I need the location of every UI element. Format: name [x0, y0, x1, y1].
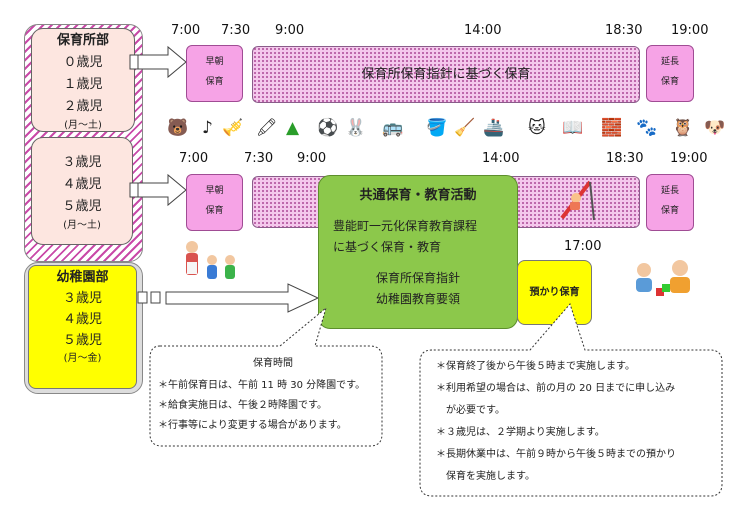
time-label: 14:00 — [464, 23, 502, 38]
hoikusho-older-box: ３歳児 ４歳児 ５歳児 (月～土) — [31, 137, 133, 245]
age-label: ５歳児 — [62, 199, 102, 214]
time-label: 7:30 — [221, 23, 251, 38]
days-label: (月～土) — [63, 220, 101, 231]
callout-line: ＊給食実施日は、午後２時降園です。 — [158, 400, 327, 411]
time-label: 18:30 — [605, 23, 643, 38]
bucket-icon: 🪣 — [426, 118, 448, 138]
slide-illustration — [560, 180, 595, 221]
early-care-box: 早朝 保育 — [186, 45, 243, 102]
ship-icon: 🚢 — [483, 118, 505, 138]
callout-right: ＊保育終了後から午後５時まで実施します。 ＊利用希望の場合は、前の月の 20 日… — [436, 356, 716, 488]
common-line: に基づく保育・教育 — [333, 240, 442, 254]
extended-care-box: 延長 保育 — [646, 174, 694, 231]
azukari-box: 預かり保育 — [517, 260, 592, 325]
extended-care-text: 延長 — [660, 57, 679, 67]
bus-icon: 🚌 — [382, 118, 404, 138]
days-label: (月～土) — [64, 120, 102, 131]
blocks-icon: 🧱 — [601, 118, 623, 138]
common-title: 共通保育・教育活動 — [359, 188, 477, 203]
children-playing-illustration — [636, 260, 690, 296]
time-label: 17:00 — [564, 239, 602, 254]
time-label: 7:00 — [179, 151, 209, 166]
common-activity-box: 共通保育・教育活動 豊能町一元化保育教育課程 に基づく保育・教育 保育所保育指針… — [318, 175, 518, 329]
picture-book-icon: 📖 — [562, 118, 584, 138]
early-care-text: 早朝 — [205, 186, 224, 196]
age-label: ３歳児 — [62, 291, 102, 306]
time-label: 9:00 — [297, 151, 327, 166]
age-label: １歳児 — [63, 77, 103, 92]
hoikusho-main-bar: 保育所保育指針に基づく保育 — [252, 46, 640, 103]
time-label: 7:00 — [171, 23, 201, 38]
owl-icon: 🦉 — [672, 118, 694, 138]
callout-line: ＊長期休業中は、午前９時から午後５時までの預かり — [436, 449, 676, 460]
callout-right-bubble — [419, 303, 723, 497]
extended-care-text: 保育 — [660, 206, 679, 216]
paw-print-icon: 🐾 — [636, 118, 658, 138]
age-label: ０歳児 — [63, 55, 103, 70]
cat-icon: 🐱 — [528, 118, 546, 138]
arrow-yochien — [137, 283, 320, 313]
early-care-text: 保育 — [205, 206, 224, 216]
common-line: 豊能町一元化保育教育課程 — [333, 219, 478, 233]
time-label: 9:00 — [275, 23, 305, 38]
trumpet-icon: 🎺 — [222, 118, 244, 138]
callout-line: ＊行事等により変更する場合があります。 — [158, 420, 347, 431]
azukari-label: 預かり保育 — [529, 287, 580, 298]
callout-line: が必要です。 — [436, 405, 505, 416]
early-care-box: 早朝 保育 — [186, 174, 243, 231]
triangle-icon: ▲ — [286, 118, 300, 138]
age-label: ２歳児 — [63, 99, 103, 114]
time-label: 7:30 — [244, 151, 274, 166]
rabbit-icon: 🐰 — [345, 118, 367, 138]
callout-left: 保育時間 ＊午前保育日は、午前 11 時 30 分降園です。 ＊給食実施日は、午… — [158, 354, 388, 436]
extended-care-text: 保育 — [660, 77, 679, 87]
time-label: 18:30 — [606, 151, 644, 166]
early-care-text: 早朝 — [205, 57, 224, 67]
music-notes-icon: ♪ — [202, 118, 213, 138]
age-label: ４歳児 — [62, 177, 102, 192]
shovel-icon: 🧹 — [454, 118, 476, 138]
age-label: ５歳児 — [62, 333, 102, 348]
yochien-box: 幼稚園部 ３歳児 ４歳児 ５歳児 (月～金) — [28, 265, 137, 389]
common-line: 幼稚園教育要領 — [375, 292, 460, 306]
callout-line: 保育を実施します。 — [436, 471, 535, 482]
callout-line: ＊３歳児は、２学期より実施します。 — [436, 427, 605, 438]
dog-icon: 🐶 — [704, 118, 726, 138]
age-label: ４歳児 — [62, 312, 102, 327]
teacher-kids-illustration — [186, 241, 235, 279]
main-bar-label: 保育所保育指針に基づく保育 — [361, 67, 531, 82]
hoikusho-infant-box: 保育所部 ０歳児 １歳児 ２歳児 (月～土) — [31, 28, 135, 132]
age-label: ３歳児 — [62, 155, 102, 170]
ball-icon: ⚽ — [317, 118, 339, 138]
early-care-text: 保育 — [205, 77, 224, 87]
common-line: 保育所保育指針 — [375, 271, 460, 285]
callout-line: ＊利用希望の場合は、前の月の 20 日までに申し込み — [436, 383, 676, 394]
callout-line: ＊保育終了後から午後５時まで実施します。 — [436, 361, 635, 372]
days-label: (月～金) — [63, 353, 102, 364]
extended-care-box: 延長 保育 — [646, 45, 694, 102]
yochien-title: 幼稚園部 — [56, 270, 109, 285]
bear-icon: 🐻 — [167, 118, 189, 138]
extended-care-text: 延長 — [660, 186, 679, 196]
callout-line: ＊午前保育日は、午前 11 時 30 分降園です。 — [158, 380, 366, 391]
time-label: 19:00 — [670, 151, 708, 166]
arrow-row1 — [129, 45, 187, 79]
callout-left-bubble — [149, 306, 383, 447]
time-label: 14:00 — [482, 151, 520, 166]
hoikusho-title: 保育所部 — [56, 33, 109, 48]
crayon-icon: 🖍 — [256, 118, 278, 138]
time-label: 19:00 — [671, 23, 709, 38]
callout-left-title: 保育時間 — [253, 358, 293, 369]
arrow-row2 — [129, 173, 187, 207]
